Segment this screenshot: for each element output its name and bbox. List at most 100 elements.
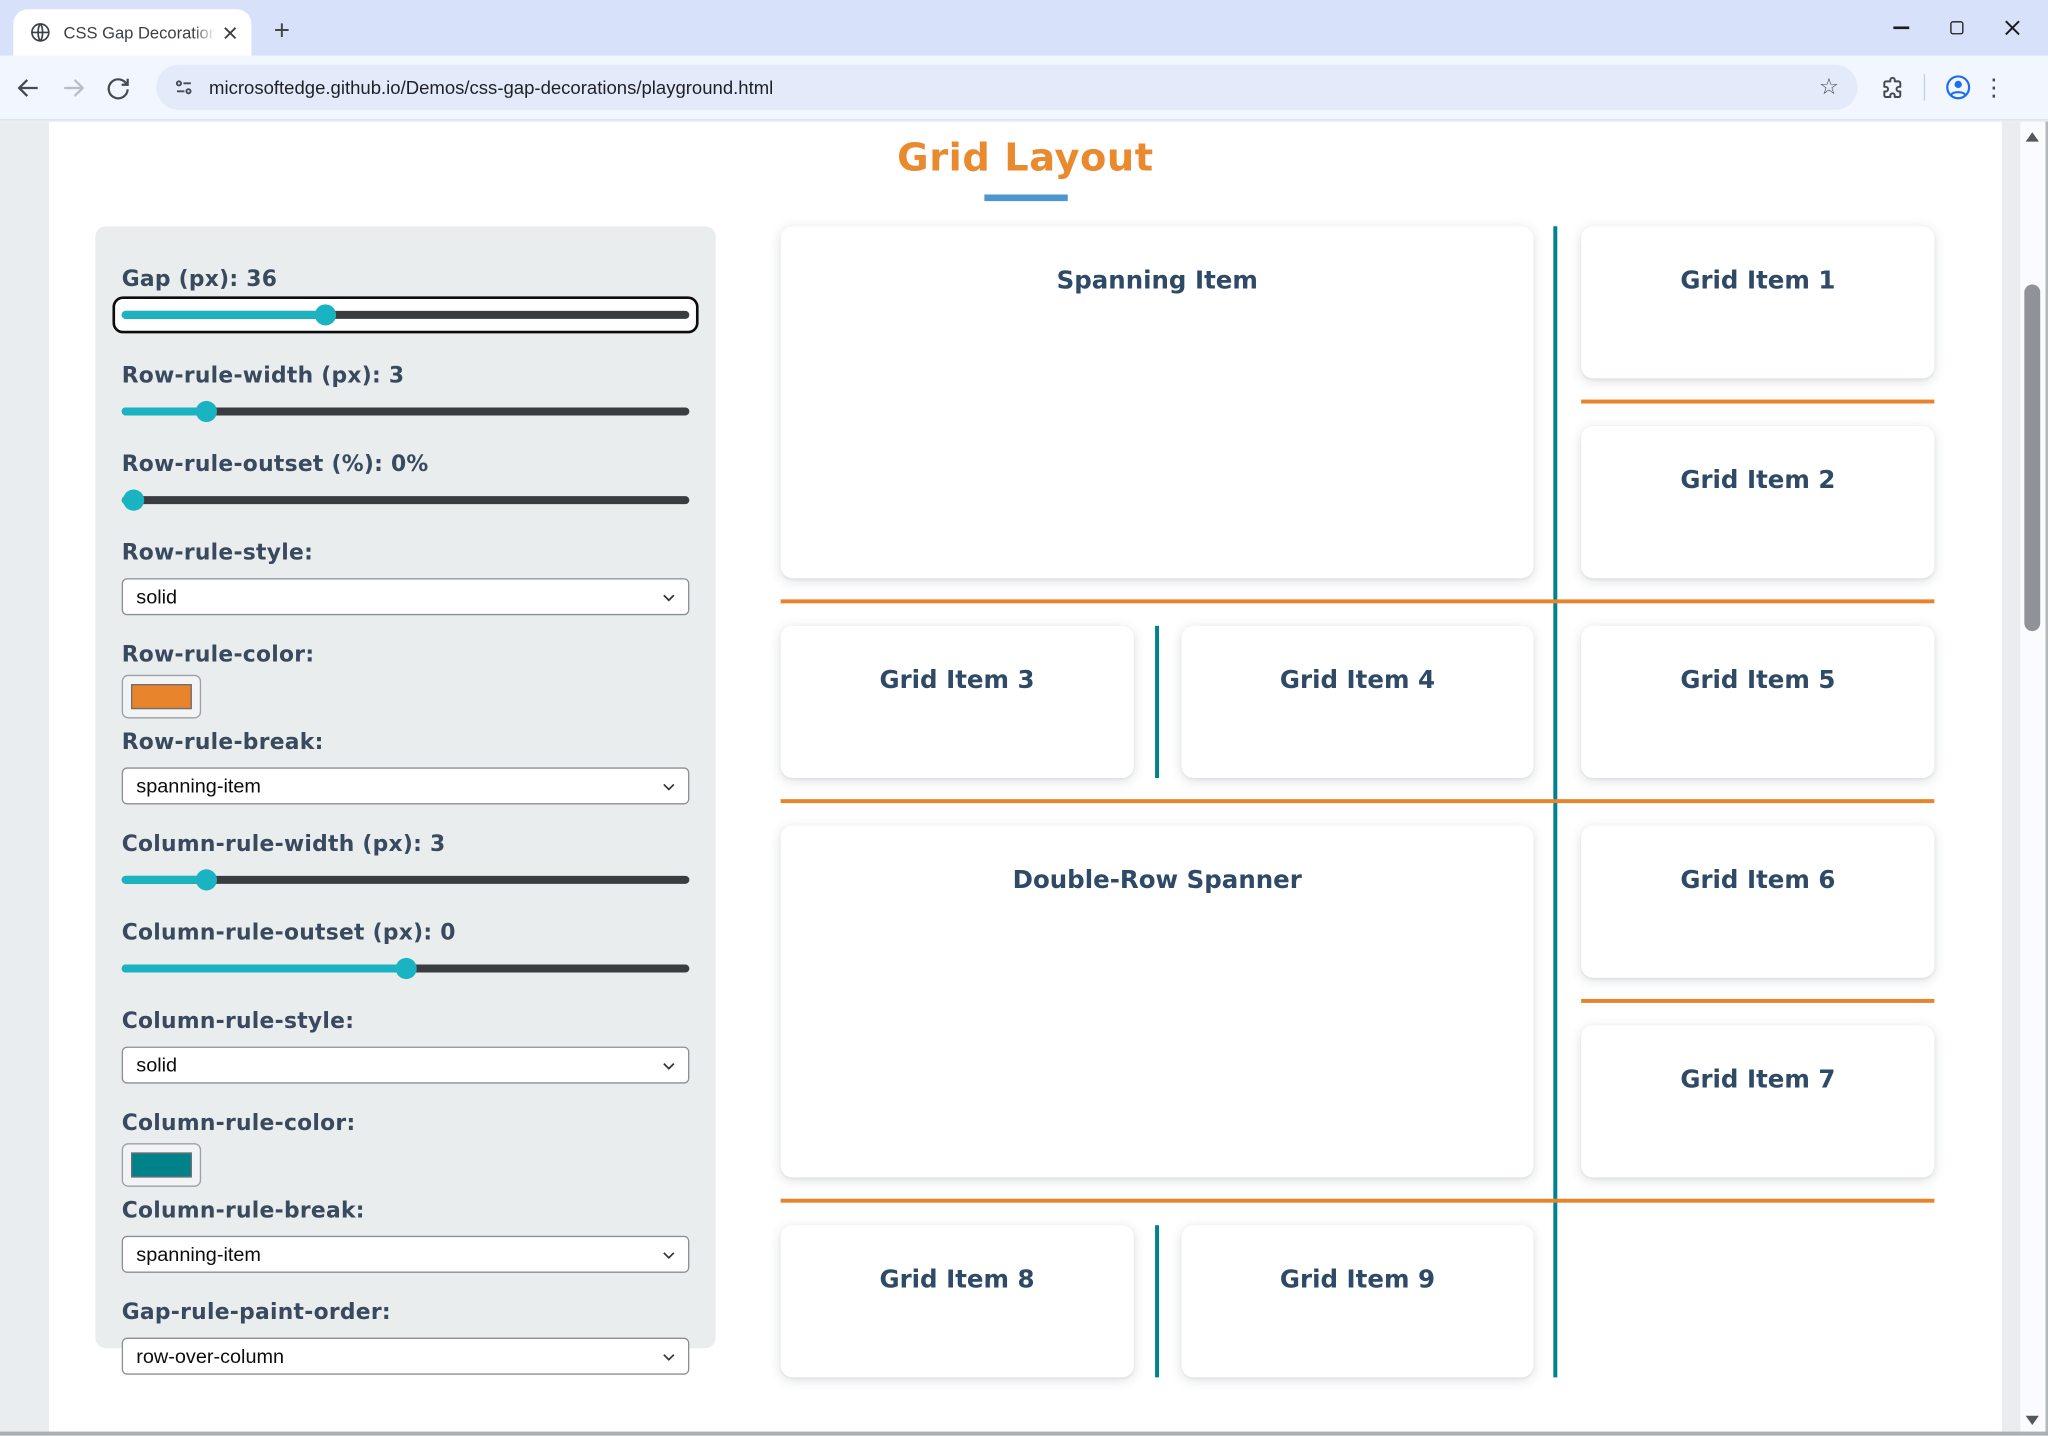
reload-icon — [107, 78, 129, 100]
row-rule-width-label: Row-rule-width (px): 3 — [121, 362, 405, 388]
new-tab-button[interactable]: + — [273, 15, 290, 47]
control-column-rule-width: Column-rule-width (px): 3 — [121, 830, 690, 891]
chevron-down-icon — [663, 1062, 675, 1070]
row-rule-style-select[interactable]: solid — [121, 578, 690, 616]
column-rule-style-select[interactable]: solid — [121, 1046, 690, 1084]
extensions-button[interactable] — [1868, 65, 1913, 110]
reload-button[interactable] — [95, 65, 140, 110]
controls-panel: Gap (px): 36 Row-rule-width (px): 3 — [95, 226, 716, 1375]
gap-rule-paint-order-label: Gap-rule-paint-order: — [121, 1299, 391, 1325]
address-bar[interactable]: microsoftedge.github.io/Demos/css-gap-de… — [156, 64, 1858, 110]
scrollbar-thumb[interactable] — [2024, 284, 2041, 632]
row-rule-outset-label: Row-rule-outset (%): 0% — [121, 451, 429, 477]
gap-slider[interactable] — [121, 304, 690, 326]
row-rule-outset-slider-thumb[interactable] — [122, 489, 144, 511]
column-rule-color-label: Column-rule-color: — [121, 1110, 356, 1136]
browser-toolbar: microsoftedge.github.io/Demos/css-gap-de… — [0, 55, 2048, 121]
chevron-down-icon — [663, 1251, 675, 1259]
control-row-rule-outset: Row-rule-outset (%): 0% — [121, 451, 690, 511]
row-rule-width-slider-thumb[interactable] — [196, 400, 218, 423]
grid-item-spanning: Spanning Item — [780, 226, 1534, 579]
column-rule-width-slider-thumb[interactable] — [196, 869, 218, 891]
vertical-scrollbar[interactable] — [2020, 121, 2046, 1436]
grid-item-6: Grid Item 6 — [1581, 825, 1935, 978]
column-rule-style-label: Column-rule-style: — [121, 1008, 355, 1034]
row-rule-col3-a — [1581, 399, 1935, 404]
browser-menu-button[interactable]: ⋮ — [1982, 73, 2006, 102]
grid-item-4: Grid Item 4 — [1181, 625, 1534, 778]
chevron-down-icon — [663, 593, 675, 601]
row-rule-style-label: Row-rule-style: — [121, 539, 314, 565]
back-button[interactable] — [5, 65, 50, 110]
column-rule-outset-label: Column-rule-outset (px): 0 — [121, 919, 456, 945]
column-rule-outset-slider-thumb[interactable] — [394, 957, 417, 980]
chevron-down-icon — [663, 783, 675, 791]
gap-slider-thumb[interactable] — [315, 304, 337, 326]
grid-item-double-row-spanner: Double-Row Spanner — [780, 825, 1534, 1178]
row-rule-full-a — [780, 599, 1935, 604]
profile-button[interactable] — [1936, 65, 1981, 110]
grid-demo: Spanning Item Grid Item 1 Grid Item 2 Gr… — [780, 226, 1935, 1378]
chevron-down-icon — [663, 1353, 675, 1361]
gap-rule-paint-order-select[interactable]: row-over-column — [121, 1337, 690, 1375]
bookmark-star-icon[interactable]: ☆ — [1818, 74, 1840, 101]
control-column-rule-outset: Column-rule-outset (px): 0 — [121, 919, 690, 980]
browser-tab[interactable]: CSS Gap Decorations playgroun — [13, 9, 252, 56]
close-button[interactable] — [1985, 0, 2041, 56]
row-rule-col3-b — [1581, 998, 1935, 1003]
toolbar-separator — [1923, 74, 1926, 101]
column-rule-row6 — [1155, 1225, 1160, 1378]
row-rule-width-slider[interactable] — [121, 400, 690, 423]
grid-item-7: Grid Item 7 — [1581, 1025, 1935, 1178]
control-gap-rule-paint-order: Gap-rule-paint-order: row-over-column — [121, 1299, 690, 1375]
column-rule-row3 — [1155, 625, 1160, 778]
control-row-rule-style: Row-rule-style: solid — [121, 539, 690, 616]
window-controls — [1874, 0, 2041, 56]
forward-button[interactable] — [50, 65, 95, 110]
tab-title: CSS Gap Decorations playgroun — [63, 23, 219, 42]
grid-item-5: Grid Item 5 — [1581, 625, 1935, 778]
row-rule-color-swatch — [130, 684, 192, 710]
row-rule-color-picker[interactable] — [121, 674, 202, 719]
globe-favicon-icon — [31, 23, 50, 42]
grid-item-8: Grid Item 8 — [780, 1225, 1134, 1378]
gap-slider-focus-ring — [112, 296, 699, 334]
window-edge-right — [2045, 121, 2048, 1436]
column-rule-color-picker[interactable] — [121, 1143, 202, 1187]
title-underline — [984, 194, 1068, 201]
grid-item-2: Grid Item 2 — [1581, 426, 1935, 579]
column-rule-break-label: Column-rule-break: — [121, 1197, 365, 1223]
page-content: Grid Layout Gap (px): 36 Row-rule-wi — [48, 121, 2002, 1436]
page-title: Grid Layout — [897, 134, 1154, 180]
column-rule-width-slider[interactable] — [121, 869, 690, 891]
control-column-rule-style: Column-rule-style: solid — [121, 1008, 690, 1084]
row-rule-outset-slider[interactable] — [121, 489, 690, 511]
row-rule-break-select[interactable]: spanning-item — [121, 767, 690, 805]
tab-strip: CSS Gap Decorations playgroun + — [0, 0, 2048, 56]
back-arrow-icon — [16, 78, 38, 97]
grid-item-9: Grid Item 9 — [1181, 1225, 1534, 1378]
tab-close-icon[interactable] — [218, 21, 240, 43]
page-background: Grid Layout Gap (px): 36 Row-rule-wi — [0, 121, 2048, 1436]
column-rule-color-swatch — [130, 1152, 192, 1178]
row-rule-break-label: Row-rule-break: — [121, 729, 324, 755]
row-rule-color-label: Row-rule-color: — [121, 641, 315, 667]
column-rule-outset-slider[interactable] — [121, 957, 690, 980]
row-rule-full-b — [780, 799, 1935, 804]
url-text[interactable]: microsoftedge.github.io/Demos/css-gap-de… — [209, 76, 774, 98]
control-gap: Gap (px): 36 — [112, 266, 699, 334]
profile-avatar-icon — [1946, 75, 1971, 100]
scroll-down-icon[interactable] — [2025, 1415, 2039, 1425]
control-column-rule-color: Column-rule-color: — [121, 1110, 690, 1187]
control-row-rule-break: Row-rule-break: spanning-item — [121, 729, 690, 805]
window-edge-bottom — [0, 1431, 2048, 1436]
control-column-rule-break: Column-rule-break: spanning-item — [121, 1197, 690, 1273]
maximize-button[interactable] — [1929, 0, 1985, 56]
control-row-rule-color: Row-rule-color: — [121, 641, 690, 719]
control-row-rule-width: Row-rule-width (px): 3 — [121, 362, 690, 423]
column-rule-width-label: Column-rule-width (px): 3 — [121, 830, 446, 857]
site-info-icon[interactable] — [172, 75, 196, 99]
column-rule-break-select[interactable]: spanning-item — [121, 1235, 690, 1273]
minimize-button[interactable] — [1874, 0, 1930, 56]
scroll-up-icon[interactable] — [2025, 132, 2039, 142]
